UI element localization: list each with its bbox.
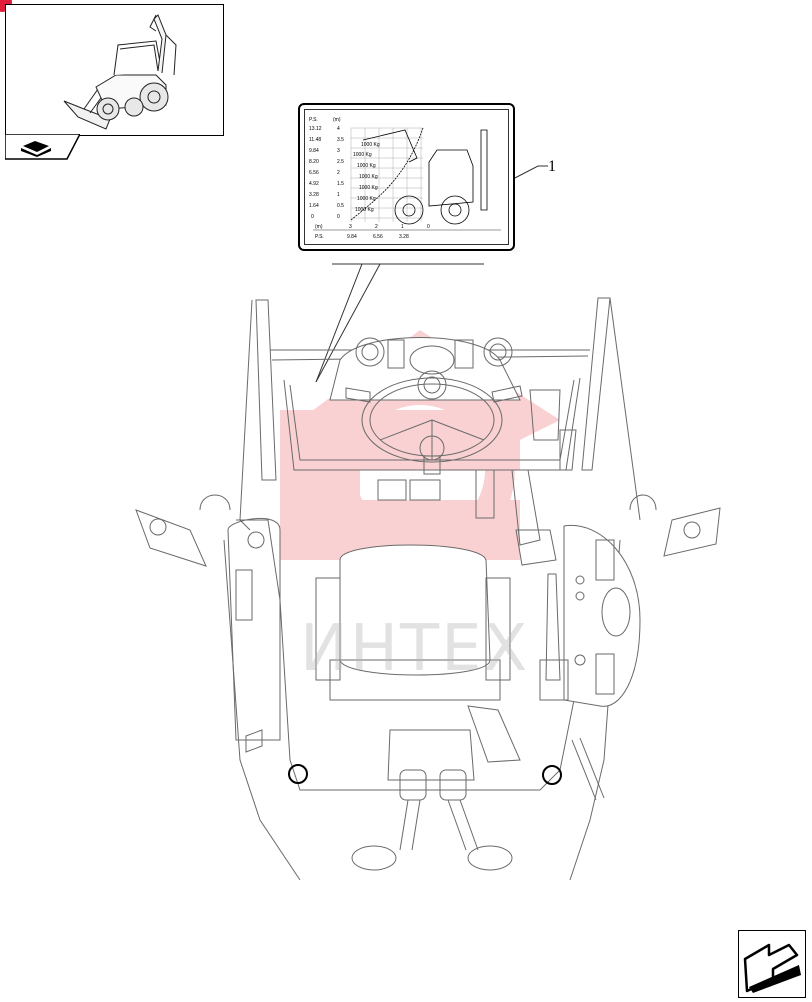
ps-value: 13.12: [309, 126, 322, 132]
x-m-value: 1: [401, 224, 404, 230]
x-ps-label: P.S.: [315, 234, 324, 240]
ps-value: 3.28: [309, 192, 319, 198]
m-value: 2: [337, 170, 340, 176]
next-page-button[interactable]: [738, 930, 806, 998]
ps-value: 4.92: [309, 181, 319, 187]
m-value: 1.5: [337, 181, 344, 187]
load-label: 1000 Kg: [361, 142, 380, 148]
ps-value: 8.20: [309, 159, 319, 165]
callout-number: 1: [548, 158, 556, 175]
x-m-label: (m): [315, 224, 323, 230]
ps-value: 9.84: [309, 148, 319, 154]
m-header: (m): [333, 117, 341, 123]
watermark-text: ИНТЕХ: [300, 612, 530, 686]
x-m-value: 3: [349, 224, 352, 230]
decal-frame: P.S. (m) 13.12 11.48 9.84 8.20 6.56 4.92…: [304, 109, 509, 245]
load-label: 1000 Kg: [355, 207, 374, 213]
m-value: 0.5: [337, 203, 344, 209]
x-ps-value: 9.84: [347, 234, 357, 240]
load-label: 1000 Kg: [357, 196, 376, 202]
m-value: 3: [337, 148, 340, 154]
x-ps-value: 3.28: [399, 234, 409, 240]
ps-value: 1.64: [309, 203, 319, 209]
m-value: 0: [337, 214, 340, 220]
machine-thumbnail: [5, 4, 224, 136]
x-m-value: 0: [427, 224, 430, 230]
m-value: 3.5: [337, 137, 344, 143]
load-chart-graphic: [313, 127, 501, 231]
lift-capacity-decal: P.S. (m) 13.12 11.48 9.84 8.20 6.56 4.92…: [298, 103, 515, 251]
load-label: 1000 Kg: [359, 185, 378, 191]
x-ps-value: 6.56: [373, 234, 383, 240]
load-label: 1000 Kg: [357, 163, 376, 169]
ps-header: P.S.: [309, 117, 318, 123]
load-label: 1000 Kg: [359, 174, 378, 180]
book-with-hand-icon: [21, 141, 51, 157]
ps-value: 6.56: [309, 170, 319, 176]
load-label: 1000 Kg: [353, 152, 372, 158]
section-tab: [4, 133, 82, 160]
ps-value: 11.48: [309, 137, 322, 143]
ps-value: 0: [311, 214, 314, 220]
m-value: 4: [337, 126, 340, 132]
next-page-arrow-icon: [743, 943, 801, 993]
m-value: 2.5: [337, 159, 344, 165]
backhoe-loader-illustration: [63, 14, 177, 130]
m-value: 1: [337, 192, 340, 198]
x-m-value: 2: [375, 224, 378, 230]
